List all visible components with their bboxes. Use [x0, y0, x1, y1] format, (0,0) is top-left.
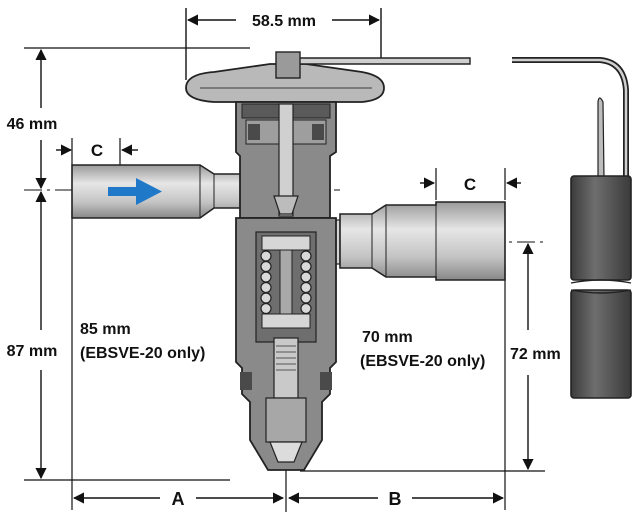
label-bottom-b: B — [389, 489, 402, 509]
label-inlet-c: C — [91, 141, 103, 160]
spring-coil-right — [300, 260, 312, 273]
outlet-connection — [317, 201, 506, 281]
spring-coil-left — [260, 271, 272, 283]
spring-coil-left — [260, 250, 272, 262]
label-left-upper-height: 46 mm — [7, 116, 58, 133]
spring-coil-right — [300, 250, 312, 262]
spring — [260, 250, 312, 315]
label-top-width: 58.5 mm — [252, 13, 316, 30]
spring-coil-left — [260, 292, 272, 304]
flow-direction-arrow — [108, 178, 162, 205]
label-inner-left-height: 85 mm — [80, 321, 131, 338]
spring-coil-left — [260, 260, 272, 273]
label-inner-right-note: (EBSVE-20 only) — [360, 353, 485, 370]
spring-coil-right — [300, 302, 312, 315]
spring-coil-right — [300, 271, 312, 283]
label-inner-right-height: 70 mm — [362, 329, 413, 346]
spring-coil-left — [260, 281, 272, 294]
label-outlet-c: C — [464, 175, 476, 194]
label-bottom-a: A — [172, 489, 185, 509]
spring-coil-right — [300, 281, 312, 294]
label-left-lower-height: 87 mm — [7, 343, 58, 360]
sensing-bulb-icon — [512, 57, 632, 399]
valve-body — [185, 51, 471, 471]
spring-coil-left — [260, 302, 272, 315]
label-right-height: 72 mm — [510, 346, 561, 363]
label-inner-left-note: (EBSVE-20 only) — [80, 345, 205, 362]
spring-coil-right — [300, 292, 312, 304]
